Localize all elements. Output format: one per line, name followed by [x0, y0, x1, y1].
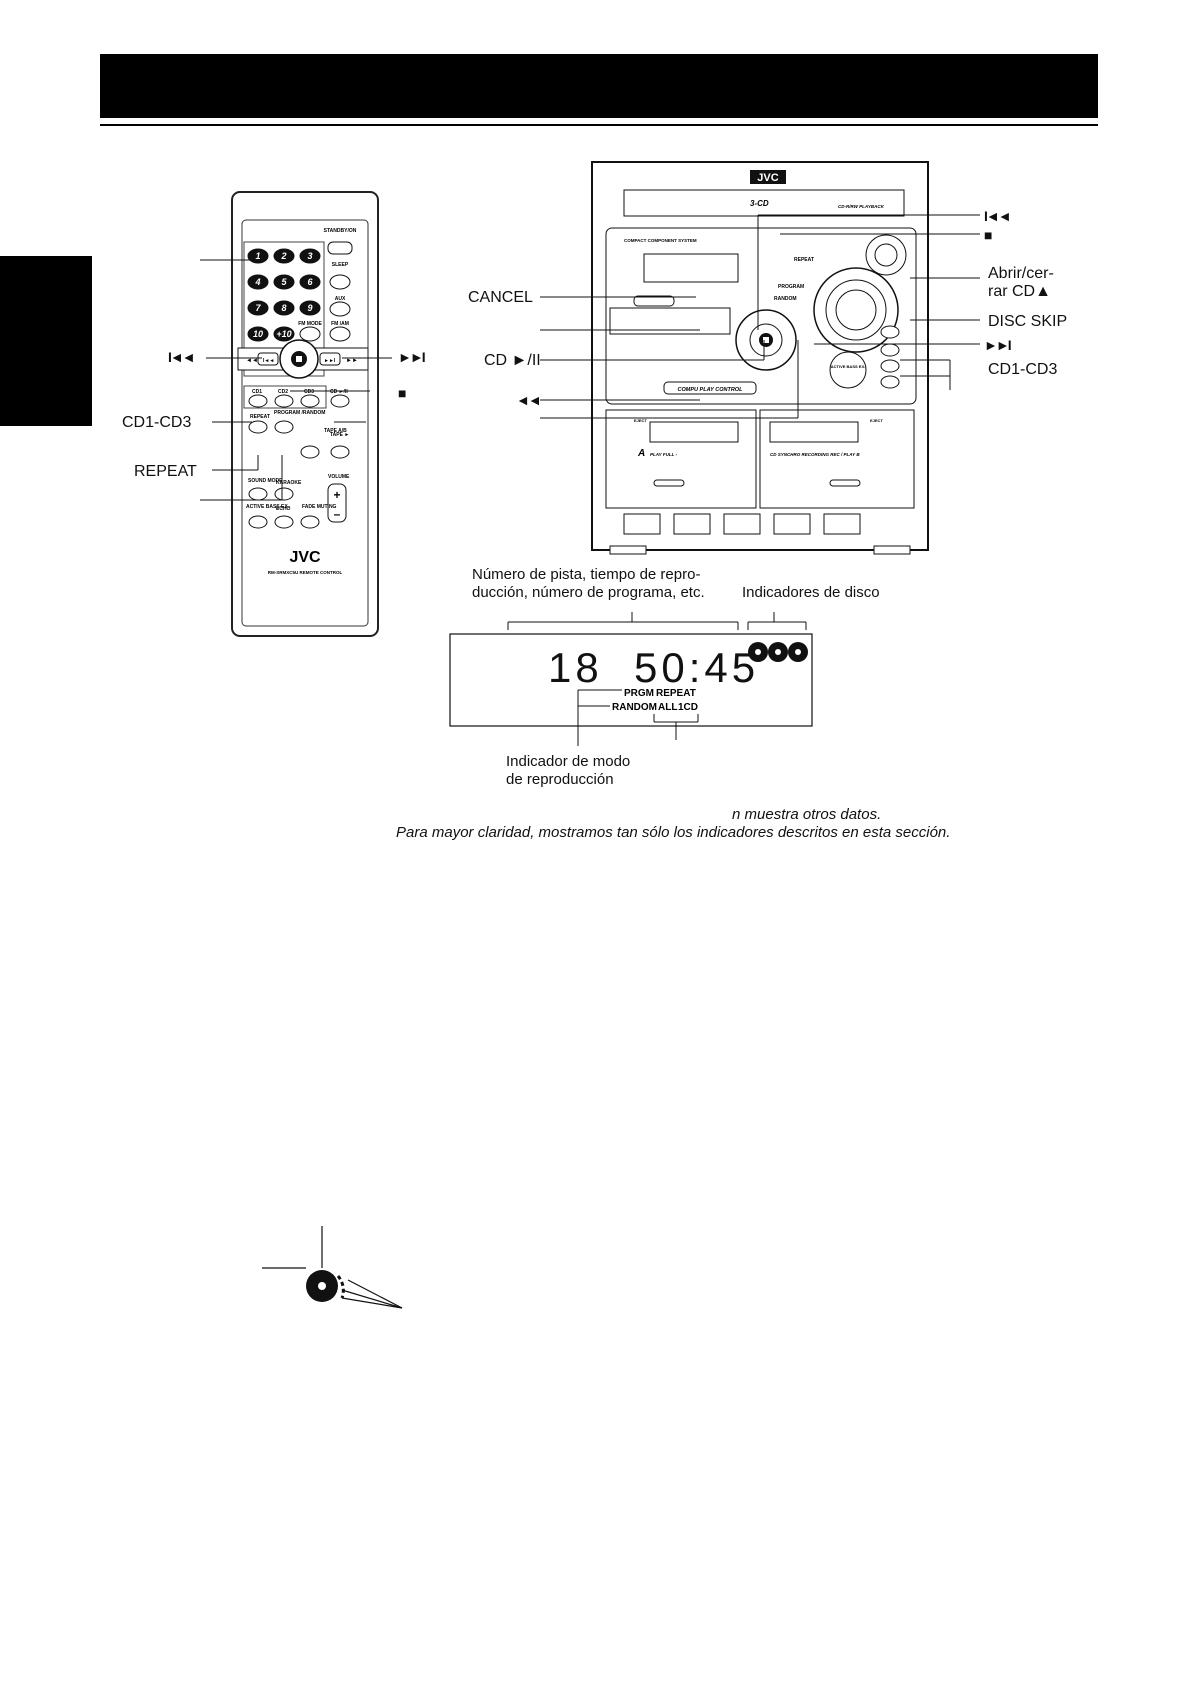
- disc-icons: [748, 642, 808, 662]
- unit-repeat-text: REPEAT: [794, 257, 814, 263]
- lcd-prgm: PRGM: [624, 688, 654, 699]
- unit-cd-select-callout: CD1-CD3: [988, 361, 1058, 378]
- remote-tapeplay-label: TAPE ►: [330, 432, 349, 438]
- lcd-repeat: REPEAT: [656, 688, 696, 699]
- remote-next-callout: ►►I: [398, 349, 426, 365]
- unit-brand: JVC: [757, 172, 778, 184]
- lcd-random: RANDOM: [612, 702, 657, 713]
- lcd-all: ALL: [658, 702, 677, 713]
- remote-num-8: 8: [281, 303, 286, 313]
- unit-cancel-callout: CANCEL: [468, 289, 533, 306]
- remote-num-6: 6: [307, 277, 313, 287]
- unit-compuplay-text: COMPU PLAY CONTROL: [678, 387, 744, 393]
- unit-openclose-callout-2: rar CD▲: [988, 283, 1051, 300]
- remote-stop-callout: ■: [398, 385, 407, 401]
- remote-brand: JVC: [289, 549, 321, 566]
- remote-soundmode-label: SOUND MODE: [248, 478, 283, 484]
- remote-standby-label: STANDBY/ON: [324, 228, 357, 234]
- remote-activebass-label: ACTIVE BASS EX.: [246, 504, 290, 510]
- unit-deck-a: A: [637, 448, 645, 459]
- remote-num-9: 9: [307, 303, 312, 313]
- remote-num-3: 3: [307, 251, 312, 261]
- unit-eject-a: EJECT: [634, 418, 647, 423]
- disc-indicator-label: Indicadores de disco: [742, 584, 880, 601]
- unit-eject-b: EJECT: [870, 418, 883, 423]
- svg-text:►►: ►►: [346, 358, 358, 364]
- unit-cdplay-callout: CD ►/II: [484, 352, 541, 369]
- unit-next-callout: ►►I: [984, 337, 1012, 353]
- remote-karaoke-label: KARAOKE: [276, 480, 302, 486]
- remote-program-label: PROGRAM /RANDOM: [274, 410, 325, 416]
- caption-line2: Para mayor claridad, mostramos tan sólo …: [396, 824, 951, 841]
- remote-num-2: 2: [280, 251, 286, 261]
- svg-text:–: –: [334, 507, 341, 521]
- unit-discskip-callout: DISC SKIP: [988, 313, 1068, 330]
- remote-cdplay-label: CD ►/II: [330, 389, 348, 395]
- remote-num-10: 10: [253, 329, 263, 339]
- remote-fade-label: FADE MUTING: [302, 504, 337, 510]
- unit-rewind-callout: ◄◄: [516, 392, 542, 408]
- lcd-time: 50:45: [634, 644, 759, 691]
- unit-deck-b: CD SYNCHRO RECORDING REC / PLAY B: [770, 452, 860, 457]
- remote-num-1: 1: [255, 251, 260, 261]
- header-bar: [100, 54, 1098, 118]
- unit-cdrw: CD-R/RW PLAYBACK: [838, 204, 885, 209]
- unit-callout-lines: [540, 214, 980, 419]
- side-tab: [0, 256, 92, 426]
- remote-model: RM-SRMXC5U REMOTE CONTROL: [268, 570, 343, 575]
- disc-indicator-detail: [262, 1226, 403, 1309]
- unit-cd-badge: 3-CD: [750, 199, 769, 208]
- unit-program-text: PROGRAM: [778, 284, 804, 290]
- svg-text:◄◄: ◄◄: [246, 358, 258, 364]
- unit-openclose-callout-1: Abrir/cer-: [988, 265, 1054, 282]
- unit-random-text: RANDOM: [774, 296, 797, 302]
- svg-text:►►I: ►►I: [324, 358, 336, 364]
- unit-activebass-text: ACTIVE BASS EX.: [831, 364, 865, 369]
- unit-system-text: COMPACT COMPONENT SYSTEM: [624, 238, 697, 243]
- header-rule: [100, 124, 1098, 126]
- remote-num-4: 4: [254, 277, 260, 287]
- svg-text:+: +: [333, 488, 340, 502]
- remote-num-plus10: +10: [276, 329, 291, 339]
- remote-volume-label: VOLUME: [328, 474, 350, 480]
- lcd-1cd: 1CD: [678, 702, 698, 713]
- caption-line1: n muestra otros datos.: [732, 806, 882, 823]
- svg-text:I◄◄: I◄◄: [263, 358, 274, 364]
- remote-aux-label: AUX: [335, 296, 346, 302]
- mode-label-line2: de reproducción: [506, 771, 614, 788]
- main-unit-illustration: JVC 3-CD CD-R/RW PLAYBACK COMPACT COMPON…: [591, 161, 929, 555]
- remote-cd2-label: CD2: [278, 389, 288, 395]
- unit-deck-a-sub: PLAY FULL -: [650, 452, 678, 457]
- remote-fmmode-label: FM MODE: [298, 321, 322, 327]
- unit-stop-callout: ■: [984, 227, 993, 243]
- remote-repeat-label: REPEAT: [250, 414, 270, 420]
- remote-cd3-label: CD3: [304, 389, 314, 395]
- remote-echo-label: ECHO: [276, 506, 291, 512]
- remote-callout-lines: [200, 259, 392, 501]
- track-label-line1: Número de pista, tiempo de repro-: [472, 566, 701, 583]
- remote-num-5: 5: [281, 277, 287, 287]
- remote-tapeab-label: TAPE A/B: [324, 428, 347, 434]
- remote-fmam-label: FM /AM: [331, 321, 349, 327]
- remote-num-7: 7: [255, 303, 261, 313]
- remote-sleep-label: SLEEP: [332, 262, 349, 268]
- remote-cd-select-callout: CD1-CD3: [122, 414, 192, 431]
- track-label-line2: ducción, número de programa, etc.: [472, 584, 705, 601]
- remote-repeat-callout: REPEAT: [134, 463, 197, 480]
- lcd-track-number: 18: [548, 644, 603, 691]
- lcd-display: 18 50:45 PRGM REPEAT RANDOM ALL 1CD: [449, 612, 813, 746]
- mode-label-line1: Indicador de modo: [506, 753, 631, 770]
- remote-control-illustration: 1 2 3 4 5 6 7 8 9 10 +10 STANDBY/ON SLEE…: [231, 191, 379, 637]
- remote-prev-callout: I◄◄: [168, 349, 196, 365]
- remote-cd1-label: CD1: [252, 389, 262, 395]
- unit-prev-callout: I◄◄: [984, 208, 1012, 224]
